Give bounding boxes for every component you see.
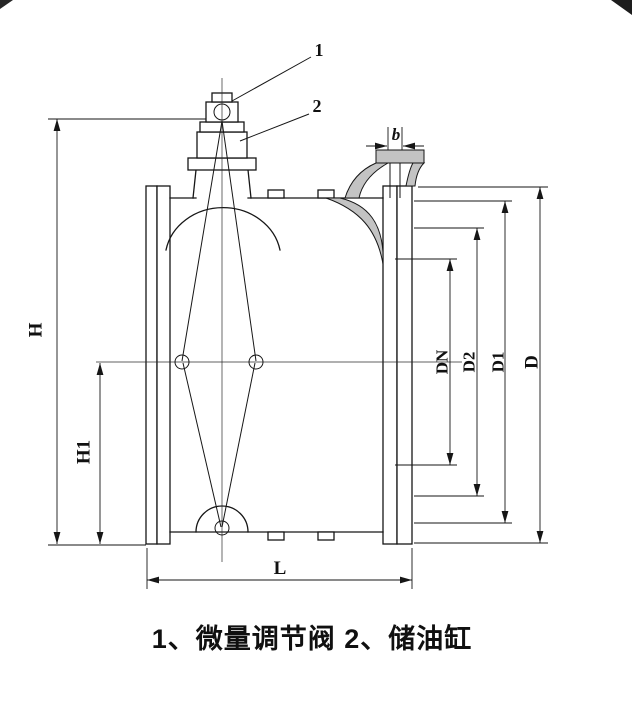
bonnet-neck-right [247, 169, 252, 199]
dimension-D1: D1 [414, 200, 512, 524]
leader-line-2 [239, 113, 310, 142]
valve-body [145, 185, 413, 545]
disc-path-line [221, 120, 257, 362]
pivot-hole [214, 520, 230, 536]
bonnet-dome-arc [165, 206, 281, 251]
disc-path-line [181, 120, 223, 362]
dim-label-L: L [274, 558, 287, 579]
bonnet-neck-left [192, 169, 197, 199]
right-flange-outer-plate [396, 185, 413, 545]
bolt-boss [267, 531, 285, 541]
dimension-DN: DN [395, 258, 457, 466]
outlet-flange-plate [375, 149, 425, 164]
dim-label-b: b [392, 125, 401, 144]
disc-linkage [174, 120, 264, 536]
figure-caption: 1、微量调节阀 2、储油缸 [152, 623, 473, 654]
scan-artifact-top-left [0, 0, 13, 9]
pivot-hole [248, 354, 264, 370]
callout-1-label: 1 [315, 40, 324, 60]
bolt-boss [267, 189, 285, 199]
callout-2-label: 2 [313, 96, 322, 116]
left-flange-inner-plate [156, 185, 171, 545]
dim-label-H1: H1 [74, 440, 95, 464]
dim-label-H: H [26, 322, 47, 337]
disc-path-line [221, 362, 256, 528]
pivot-hole [174, 354, 190, 370]
centerlines [96, 78, 462, 562]
dim-label-D: D [522, 355, 543, 369]
dimension-b: b [366, 125, 424, 150]
outlet-bell-wall [344, 162, 390, 199]
outlet-right-wall [405, 162, 426, 187]
dimension-D: D [414, 186, 548, 544]
outlet-flange-section [325, 149, 426, 265]
disc-path-line [182, 362, 222, 528]
outlet-funnel-wall [325, 197, 384, 265]
dimension-D2: D2 [414, 227, 484, 497]
dim-label-DN: DN [433, 349, 452, 374]
dimension-H: H [26, 118, 206, 546]
left-flange-outer-plate [145, 185, 158, 545]
dimension-L: L [146, 548, 413, 589]
bolt-boss [317, 189, 335, 199]
leader-line-1 [231, 56, 312, 102]
dim-label-D1: D1 [489, 352, 508, 373]
dim-label-D2: D2 [460, 352, 479, 373]
scan-artifact-top-right [611, 0, 632, 15]
right-flange-inner-plate [382, 185, 398, 545]
dimension-H1: H1 [74, 363, 104, 544]
bolt-boss [317, 531, 335, 541]
callout-leaders [231, 56, 312, 142]
